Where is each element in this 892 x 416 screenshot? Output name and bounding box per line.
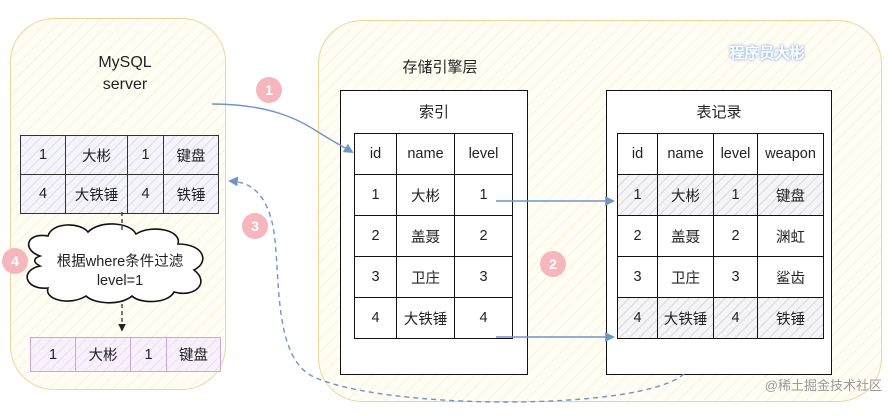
result-cell: 1 <box>130 337 167 372</box>
filtered-result-table: 1 大彬 1 键盘 <box>30 337 221 372</box>
records-cell: 键盘 <box>757 174 824 216</box>
index-table: id name level 1 大彬 1 2 盖聂 2 3 卫庄 3 4 大铁锤… <box>354 133 513 339</box>
records-table: id name level weapon 1 大彬 1 键盘 2 盖聂 2 渊虹… <box>617 133 824 339</box>
index-row: 1 大彬 1 <box>354 174 513 216</box>
filter-line1: 根据where条件过滤 <box>56 254 184 270</box>
server-title: MySQL server <box>60 52 190 96</box>
filter-condition-label: 根据where条件过滤 level=1 <box>40 253 200 291</box>
server-title-line2: server <box>102 76 148 93</box>
index-cell: 大铁锤 <box>396 297 455 339</box>
server-rows-table: 1 大彬 1 键盘 4 大铁锤 4 铁锤 <box>20 135 219 214</box>
index-cell: 大彬 <box>396 174 455 216</box>
step-badge-1: 1 <box>256 77 282 103</box>
index-header-level: level <box>454 133 513 175</box>
records-cell: 4 <box>713 297 758 339</box>
server-cell: 大彬 <box>65 135 128 175</box>
records-header-level: level <box>713 133 758 175</box>
filter-line2: level=1 <box>96 273 144 289</box>
watermark-bottom: @稀土掘金技术社区 <box>764 378 882 393</box>
records-cell: 3 <box>713 256 758 298</box>
index-row: 4 大铁锤 4 <box>354 297 513 339</box>
records-row: 2 盖聂 2 渊虹 <box>617 215 824 257</box>
records-cell: 1 <box>617 174 658 216</box>
index-cell: 3 <box>354 256 397 298</box>
records-cell: 3 <box>617 256 658 298</box>
return-arrow <box>228 176 685 403</box>
result-row: 1 大彬 1 键盘 <box>30 337 221 372</box>
records-cell: 大彬 <box>657 174 714 216</box>
records-cell: 卫庄 <box>657 256 714 298</box>
index-cell: 1 <box>454 174 513 216</box>
records-header-row: id name level weapon <box>617 133 824 175</box>
records-cell: 2 <box>617 215 658 257</box>
step-badge-4: 4 <box>2 248 28 274</box>
result-cell: 键盘 <box>166 337 221 372</box>
index-cell: 3 <box>454 256 513 298</box>
index-row: 2 盖聂 2 <box>354 215 513 257</box>
request-arrow <box>211 103 354 154</box>
server-cell: 1 <box>20 135 66 175</box>
records-box-title: 表记录 <box>696 104 742 121</box>
records-row-matched: 1 大彬 1 键盘 <box>617 174 824 216</box>
engine-title: 存储引擎层 <box>402 59 478 76</box>
result-cell: 大彬 <box>75 337 131 372</box>
index-header-name: name <box>396 133 455 175</box>
records-cell: 铁锤 <box>757 297 824 339</box>
index-cell: 4 <box>354 297 397 339</box>
watermark-top: 程序员大彬 <box>729 45 805 62</box>
records-cell: 4 <box>617 297 658 339</box>
index-box-title: 索引 <box>418 104 449 121</box>
server-row: 1 大彬 1 键盘 <box>20 135 219 175</box>
index-cell: 4 <box>454 297 513 339</box>
result-cell: 1 <box>30 337 76 372</box>
records-row-matched: 4 大铁锤 4 铁锤 <box>617 297 824 339</box>
server-cell: 大铁锤 <box>65 174 128 214</box>
filter-cloud-shape <box>26 223 204 304</box>
server-cell: 1 <box>127 135 164 175</box>
server-cell: 键盘 <box>163 135 219 175</box>
step-badge-3: 3 <box>242 213 268 239</box>
step-badge-2: 2 <box>540 251 566 277</box>
records-cell: 大铁锤 <box>657 297 714 339</box>
server-cell: 铁锤 <box>163 174 219 214</box>
server-row: 4 大铁锤 4 铁锤 <box>20 174 219 214</box>
index-cell: 2 <box>454 215 513 257</box>
records-cell: 2 <box>713 215 758 257</box>
server-cell: 4 <box>20 174 66 214</box>
records-cell: 1 <box>713 174 758 216</box>
server-title-line1: MySQL <box>98 54 152 71</box>
records-cell: 渊虹 <box>757 215 824 257</box>
index-cell: 盖聂 <box>396 215 455 257</box>
records-cell: 盖聂 <box>657 215 714 257</box>
index-cell: 卫庄 <box>396 256 455 298</box>
records-row: 3 卫庄 3 鲨齿 <box>617 256 824 298</box>
server-cell: 4 <box>127 174 164 214</box>
index-row: 3 卫庄 3 <box>354 256 513 298</box>
